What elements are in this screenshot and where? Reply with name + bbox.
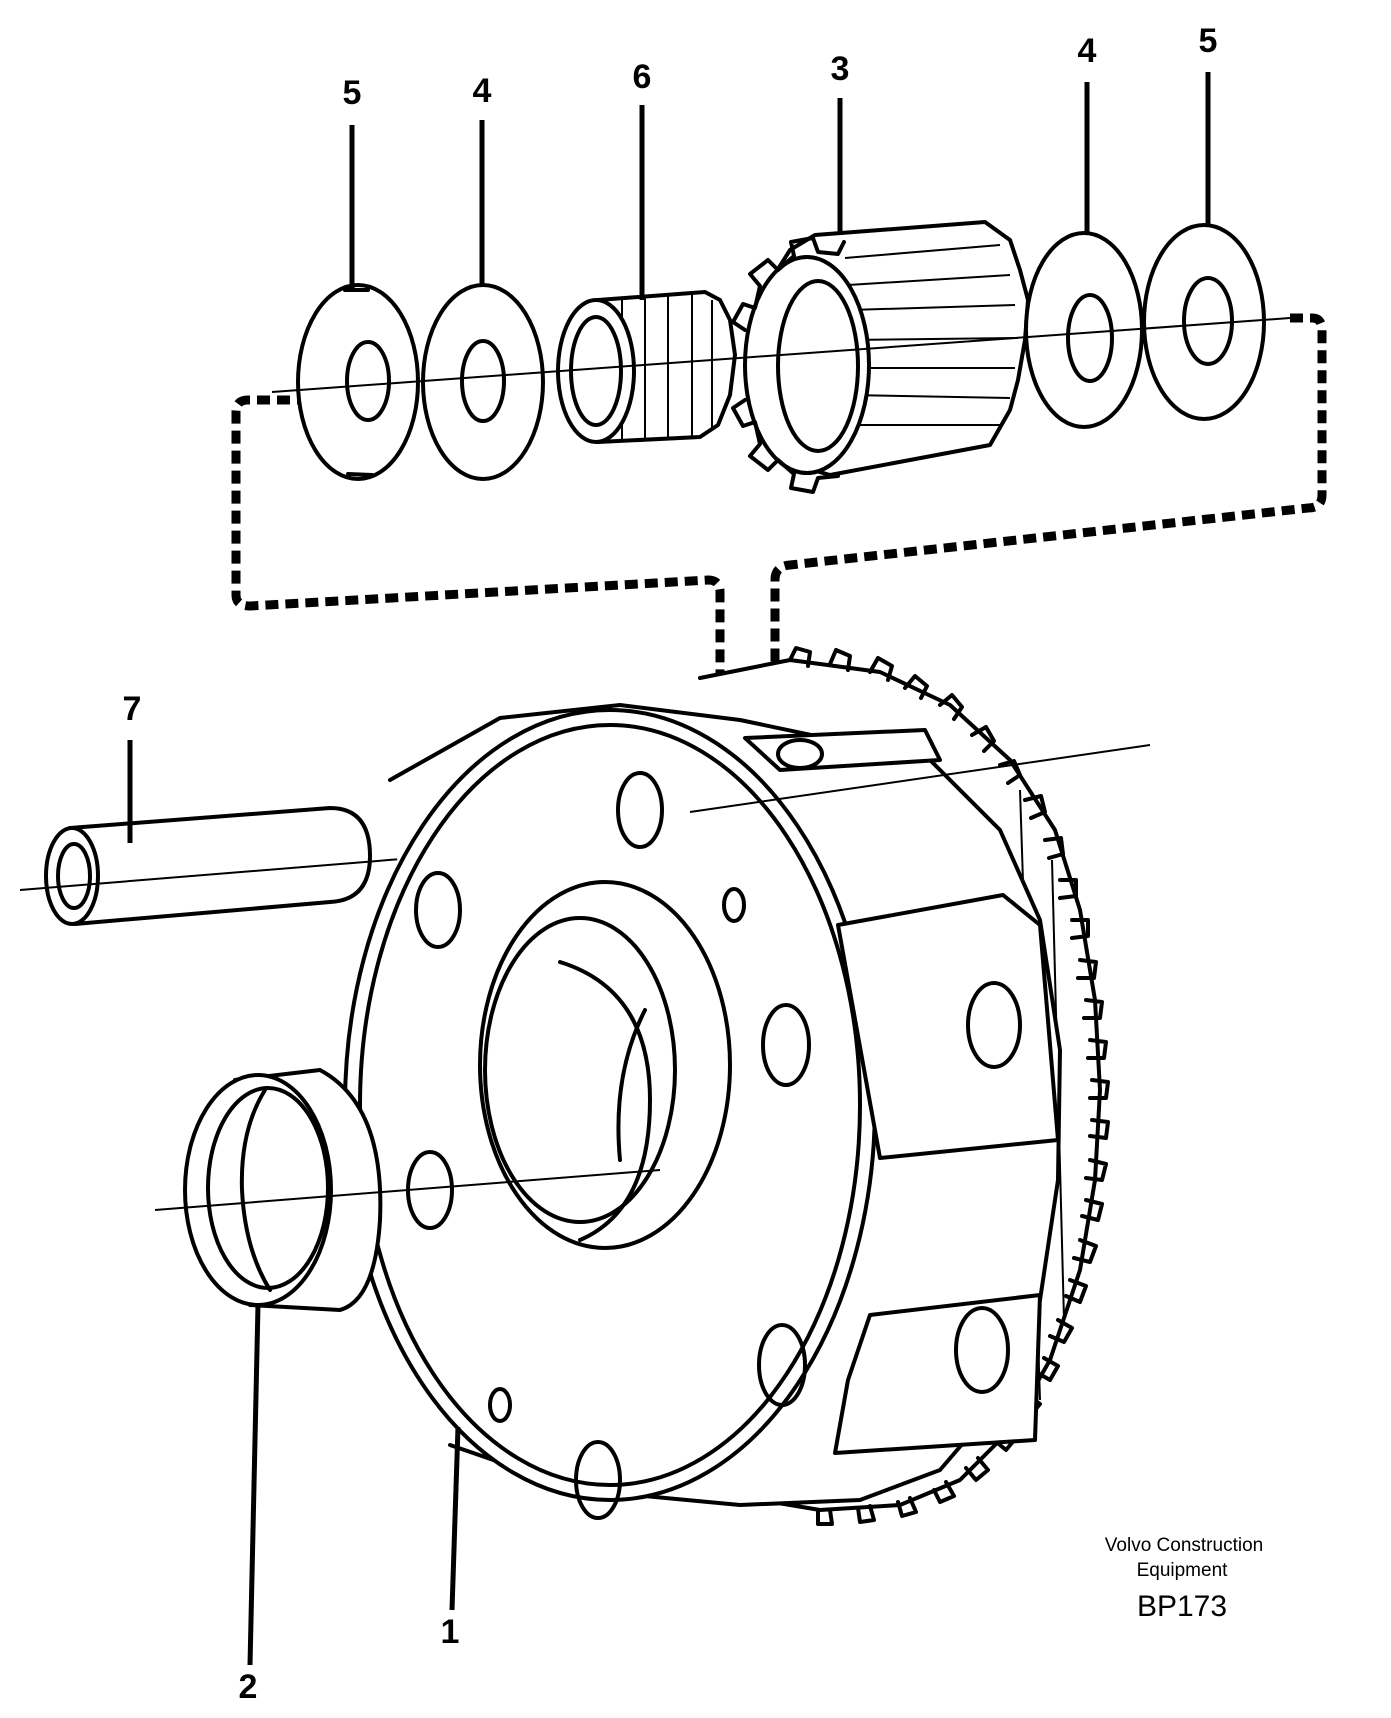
washer-part-4-right <box>1024 231 1144 429</box>
callout-washer-left-outer: 5 <box>343 74 362 112</box>
callout-shaft: 7 <box>123 690 142 728</box>
needle-bearing-part-6 <box>556 290 737 444</box>
carrier-bolt-holes <box>406 771 811 1520</box>
credit-line-2: Equipment <box>1137 1560 1229 1581</box>
credit-line-1: Volvo Construction <box>1105 1535 1263 1556</box>
leader-lines <box>127 72 1211 1666</box>
washer-part-5-right <box>1142 223 1266 421</box>
washer-part-4-left <box>421 283 545 481</box>
callout-washer-right-outer: 5 <box>1199 22 1218 60</box>
planet-gear-part-3 <box>731 220 1030 494</box>
upper-axis-line <box>271 317 1291 393</box>
callout-labels: 5 4 6 3 4 5 7 1 2 <box>123 22 1218 1706</box>
callout-ring: 2 <box>239 1668 258 1706</box>
callout-carrier: 1 <box>441 1613 460 1651</box>
planet-carrier-part-1 <box>343 646 1151 1526</box>
assembly-path <box>231 313 1327 750</box>
diagram-code: BP173 <box>1137 1590 1227 1623</box>
credit-block: Volvo Construction Equipment BP173 <box>1105 1535 1263 1623</box>
carrier-window-bottom <box>833 1293 1042 1455</box>
callout-washer-right-inner: 4 <box>1078 32 1097 70</box>
shaft-part-7 <box>19 806 661 926</box>
callout-washer-left-inner: 4 <box>473 72 492 110</box>
carrier-window-middle <box>836 893 1060 1160</box>
callout-bearing: 6 <box>633 58 652 96</box>
ring-part-2 <box>154 1068 661 1312</box>
callout-planet-gear: 3 <box>831 50 850 88</box>
